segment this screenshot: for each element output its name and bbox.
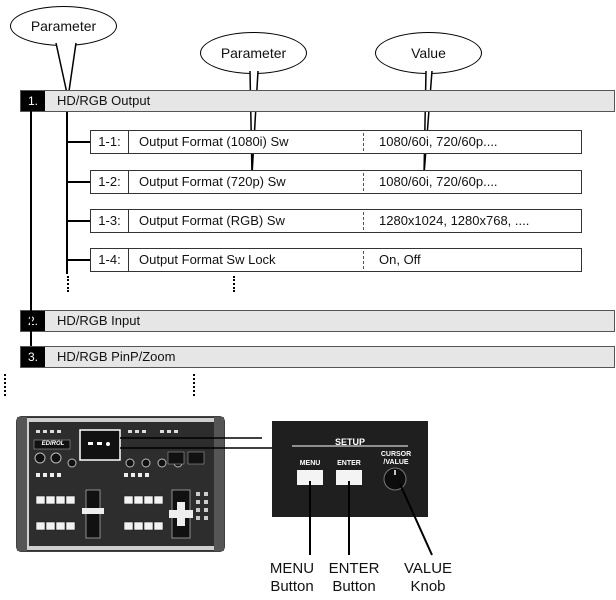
tree-branch-1 xyxy=(66,141,90,143)
parameter-callout-mid-text: Parameter xyxy=(220,45,287,61)
video-mixer-illustration xyxy=(16,416,433,556)
tree-branch-4 xyxy=(66,259,90,261)
section-hd-rgb-input[interactable]: 2. HD/RGB Input xyxy=(20,310,615,332)
section-label: HD/RGB PinP/Zoom xyxy=(57,349,176,364)
section-number: 2. xyxy=(21,311,45,331)
section-number: 3. xyxy=(21,347,45,367)
menu-button-label-line2: Button xyxy=(270,578,314,595)
menu-button-label: MENU Button xyxy=(262,560,322,596)
enter-button-label-line1: ENTER xyxy=(328,560,380,577)
parameter-row[interactable]: 1-2: Output Format (720p) Sw 1080/60i, 7… xyxy=(90,170,582,194)
continuation-dots xyxy=(67,276,71,292)
row-value: 1080/60i, 720/60p.... xyxy=(379,174,498,189)
row-parameter: Output Format (1080i) Sw xyxy=(139,134,289,149)
row-divider xyxy=(363,173,364,191)
value-knob-label-line2: Knob xyxy=(410,578,446,595)
parameter-callout-top-text: Parameter xyxy=(30,18,97,34)
row-number: 1-3: xyxy=(91,210,129,232)
enter-button-label: ENTER Button xyxy=(324,560,384,596)
continuation-dots xyxy=(233,276,237,292)
section-hd-rgb-output[interactable]: 1. HD/RGB Output xyxy=(20,90,615,112)
section-label: HD/RGB Input xyxy=(57,313,141,328)
tree-branch-2 xyxy=(66,181,90,183)
tree-branch-3 xyxy=(66,220,90,222)
cursor-caption: CURSOR xyxy=(380,451,412,458)
value-knob-label: VALUE Knob xyxy=(396,560,460,596)
row-parameter: Output Format (RGB) Sw xyxy=(139,213,285,228)
section-label: HD/RGB Output xyxy=(57,93,151,108)
value-caption: /VALUE xyxy=(383,459,409,466)
tree-main-line xyxy=(30,110,32,346)
parameter-row[interactable]: 1-3: Output Format (RGB) Sw 1280x1024, 1… xyxy=(90,209,582,233)
tree-sub-line xyxy=(66,112,68,274)
menu-caption: MENU xyxy=(299,460,321,467)
row-number: 1-4: xyxy=(91,249,129,271)
parameter-row[interactable]: 1-1: Output Format (1080i) Sw 1080/60i, … xyxy=(90,130,582,154)
row-parameter: Output Format (720p) Sw xyxy=(139,174,286,189)
row-value: On, Off xyxy=(379,252,421,267)
continuation-dots xyxy=(193,374,197,396)
row-divider xyxy=(363,212,364,230)
value-callout-text: Value xyxy=(411,45,446,61)
brand-logo: EDIROL xyxy=(41,441,65,447)
menu-button-label-line1: MENU xyxy=(269,560,315,577)
enter-caption: ENTER xyxy=(337,460,361,467)
row-number: 1-2: xyxy=(91,171,129,193)
section-number: 1. xyxy=(21,91,45,111)
setup-panel-title: SETUP xyxy=(334,437,365,447)
section-hd-rgb-pinp-zoom[interactable]: 3. HD/RGB PinP/Zoom xyxy=(20,346,615,368)
parameter-row[interactable]: 1-4: Output Format Sw Lock On, Off xyxy=(90,248,582,272)
row-value: 1280x1024, 1280x768, .... xyxy=(379,213,530,228)
continuation-dots xyxy=(4,374,8,396)
value-callout: Value xyxy=(375,32,482,74)
row-number: 1-1: xyxy=(91,131,129,153)
enter-button-label-line2: Button xyxy=(332,578,376,595)
row-value: 1080/60i, 720/60p.... xyxy=(379,134,498,149)
row-parameter: Output Format Sw Lock xyxy=(139,252,276,267)
value-knob-label-line1: VALUE xyxy=(403,560,453,577)
parameter-callout-top: Parameter xyxy=(10,6,117,46)
row-divider xyxy=(363,133,364,151)
row-divider xyxy=(363,251,364,269)
